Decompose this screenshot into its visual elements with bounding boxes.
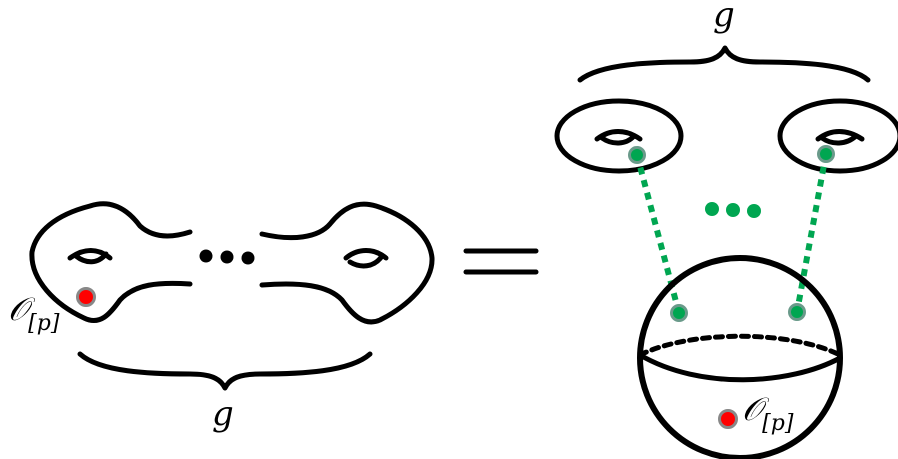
surface-left-lobe <box>29 201 193 324</box>
operator-point <box>76 287 96 307</box>
surface-right-lobe <box>259 201 435 325</box>
puncture-point <box>817 145 835 163</box>
tube-line-right <box>794 153 829 313</box>
genus-g-surface: 𝒪[p] g <box>8 201 435 434</box>
genus-label-left: g <box>212 394 234 434</box>
torus-right <box>777 98 898 174</box>
handle-icon <box>594 129 643 146</box>
sphere-equator-back <box>637 333 843 358</box>
genus-brace-left <box>77 351 373 391</box>
torus-left <box>554 98 684 174</box>
puncture-point <box>788 303 806 321</box>
degenerate-surface: g <box>554 0 898 459</box>
genus-label-right: g <box>713 0 735 35</box>
operator-label-right: 𝒪[p] <box>742 390 794 436</box>
puncture-point <box>670 304 688 322</box>
handle-icon <box>67 248 113 265</box>
ellipsis-icon <box>199 249 255 265</box>
sphere <box>637 255 843 459</box>
operator-point <box>718 409 738 429</box>
equals-icon <box>463 248 539 275</box>
sphere-equator-front <box>637 352 843 383</box>
ellipsis-icon <box>705 202 761 218</box>
tube-line-left <box>634 154 682 314</box>
handle-icon <box>815 129 865 146</box>
handle-icon <box>343 248 389 269</box>
genus-brace-right <box>577 45 871 83</box>
puncture-point <box>628 146 646 164</box>
